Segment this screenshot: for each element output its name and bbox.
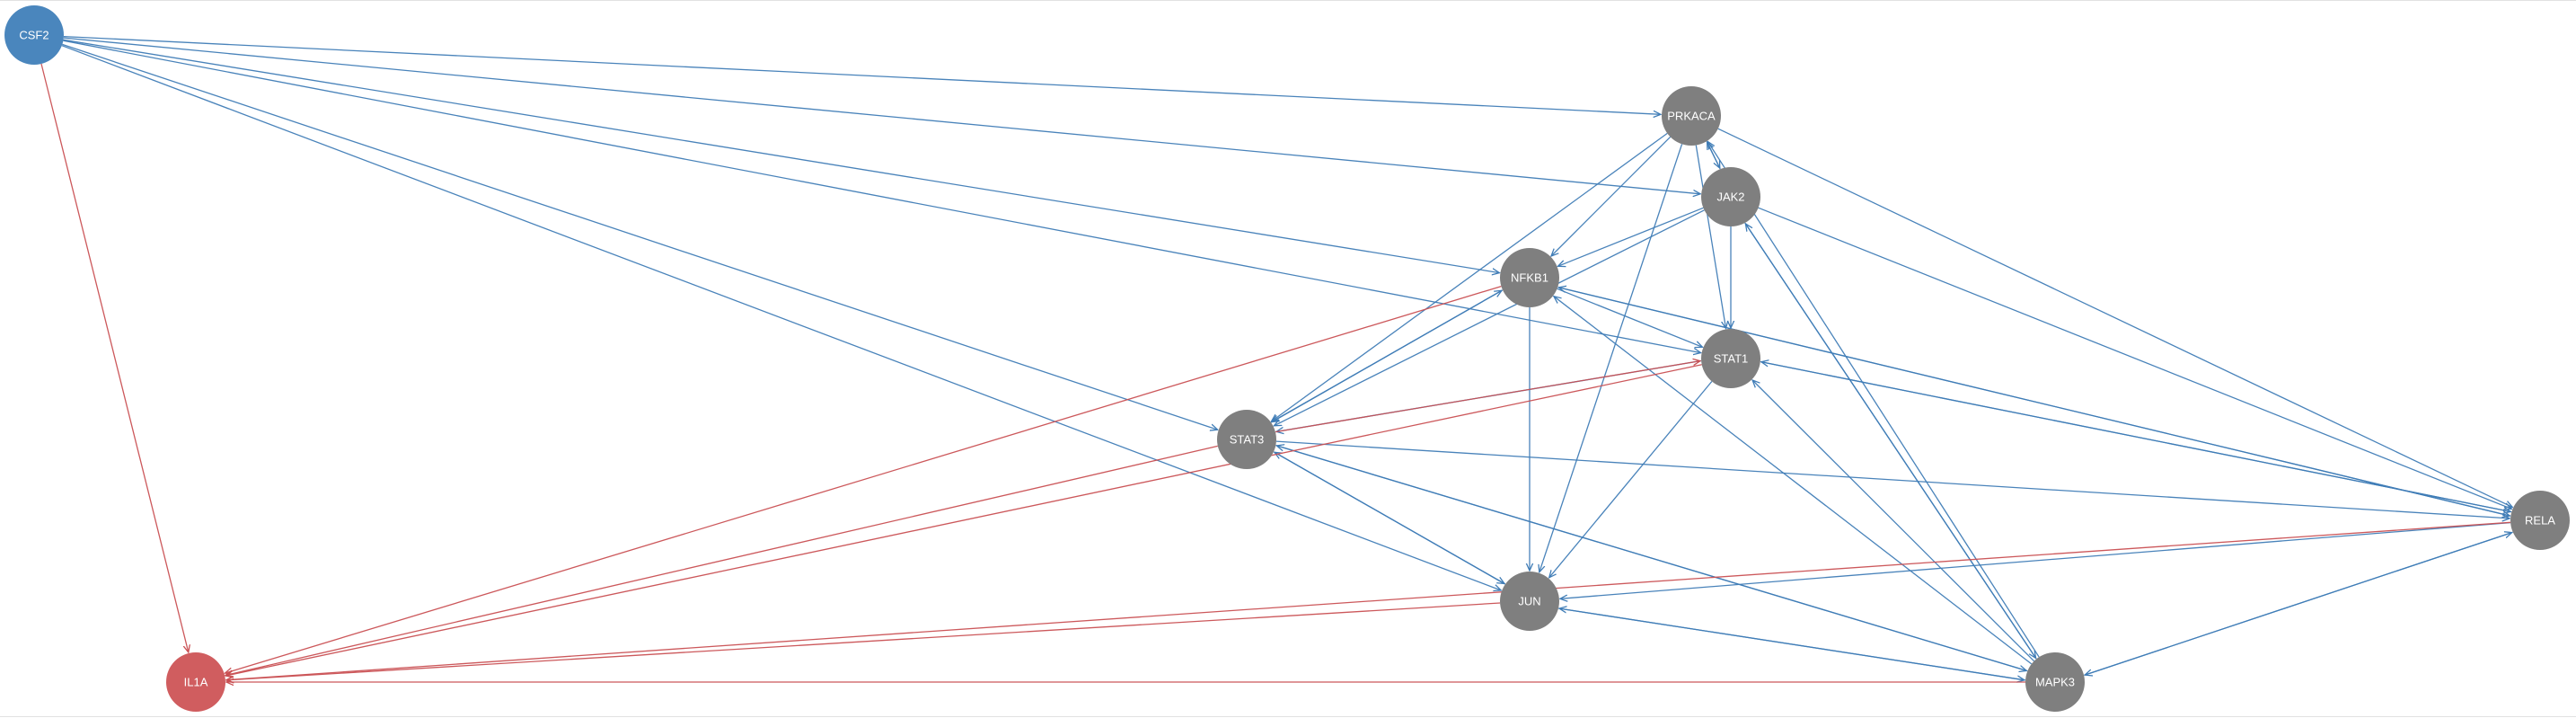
edges-layer <box>40 35 2513 682</box>
node-il1a[interactable]: IL1A <box>166 652 225 712</box>
edge-mapk3-to-jak2 <box>1745 224 2037 660</box>
edge-jak2-to-stat3 <box>1274 209 1705 426</box>
edge-jak2-to-nfkb1 <box>1558 207 1704 266</box>
edge-rela-to-il1a <box>226 521 2511 679</box>
node-stat1[interactable]: STAT1 <box>1701 329 1760 388</box>
node-nfkb1[interactable]: NFKB1 <box>1500 248 1559 307</box>
node-circle[interactable] <box>4 5 64 65</box>
edge-mapk3-to-stat1 <box>1752 380 2035 662</box>
edge-csf2-to-jun <box>61 45 1501 590</box>
edge-stat3-to-rela <box>1275 440 2510 519</box>
edge-csf2-to-prkaca <box>63 35 1661 115</box>
node-circle[interactable] <box>166 652 225 712</box>
edge-stat3-to-il1a <box>225 445 1218 675</box>
edge-rela-to-stat1 <box>1761 362 2512 513</box>
node-circle[interactable] <box>1500 572 1559 631</box>
edge-mapk3-to-stat3 <box>1276 446 2028 672</box>
edge-csf2-to-il1a <box>40 63 189 652</box>
edge-nfkb1-to-il1a <box>225 285 1502 673</box>
edge-csf2-to-stat3 <box>62 43 1217 430</box>
edge-prkaca-to-nfkb1 <box>1551 136 1672 256</box>
node-circle[interactable] <box>1662 86 1721 146</box>
edge-prkaca-to-jun <box>1539 144 1683 572</box>
edge-rela-to-nfkb1 <box>1558 288 2511 517</box>
node-circle[interactable] <box>2510 491 2570 550</box>
edge-prkaca-to-rela <box>1717 128 2513 507</box>
edge-csf2-to-jak2 <box>63 37 1700 194</box>
node-csf2[interactable]: CSF2 <box>4 5 64 65</box>
edge-csf2-to-stat1 <box>63 40 1700 352</box>
edge-prkaca-to-stat1 <box>1695 145 1725 329</box>
edge-jak2-to-rela <box>1758 207 2512 509</box>
edge-mapk3-to-rela <box>2084 533 2511 677</box>
node-circle[interactable] <box>1217 410 1276 469</box>
edge-csf2-to-nfkb1 <box>63 39 1500 272</box>
node-stat3[interactable]: STAT3 <box>1217 410 1276 469</box>
edge-mapk3-to-jun <box>1559 608 2025 681</box>
edge-stat1-to-il1a <box>225 364 1702 676</box>
node-circle[interactable] <box>1701 167 1760 226</box>
edge-jak2-to-prkaca <box>1707 142 1721 170</box>
node-prkaca[interactable]: PRKACA <box>1662 86 1721 146</box>
edge-mapk3-to-prkaca <box>1707 142 2040 658</box>
edge-rela-to-jun <box>1560 521 2511 599</box>
edge-stat1-to-jun <box>1549 380 1713 577</box>
node-circle[interactable] <box>1500 248 1559 307</box>
edge-stat3-to-stat1 <box>1275 361 1700 433</box>
edge-nfkb1-to-stat1 <box>1557 288 1703 347</box>
node-circle[interactable] <box>1701 329 1760 388</box>
edge-prkaca-to-stat3 <box>1272 132 1668 421</box>
node-jak2[interactable]: JAK2 <box>1701 167 1760 226</box>
edge-jun-to-stat3 <box>1275 452 1506 585</box>
node-jun[interactable]: JUN <box>1500 572 1559 631</box>
node-circle[interactable] <box>2025 652 2085 712</box>
node-mapk3[interactable]: MAPK3 <box>2025 652 2085 712</box>
edge-mapk3-to-nfkb1 <box>1554 297 2033 665</box>
edge-jun-to-il1a <box>226 602 1501 680</box>
node-rela[interactable]: RELA <box>2510 491 2570 550</box>
edge-stat3-to-nfkb1 <box>1270 290 1502 423</box>
